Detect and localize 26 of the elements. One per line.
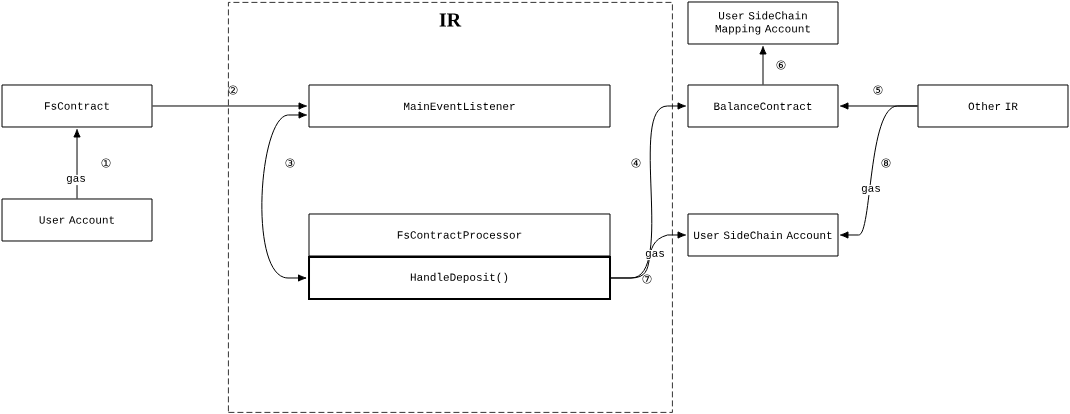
edge-label: gas bbox=[644, 249, 666, 261]
arrow bbox=[73, 128, 81, 199]
callout-number: ⑤ bbox=[873, 85, 883, 95]
process-box: User SideChain Account bbox=[687, 213, 839, 257]
callout-number: ② bbox=[228, 85, 238, 95]
curved-arrow bbox=[839, 105, 918, 239]
callout-number: ③ bbox=[285, 158, 295, 168]
process-box: User SideChain Mapping Account bbox=[687, 1, 839, 45]
process-box: FsContract bbox=[1, 84, 153, 128]
callout-number: ⑦ bbox=[642, 274, 652, 284]
curved-arrow bbox=[261, 111, 308, 282]
callout-number: ① bbox=[101, 158, 111, 168]
callout-number: ⑥ bbox=[776, 60, 786, 70]
callout-number: ④ bbox=[631, 158, 641, 168]
curved-arrow bbox=[610, 231, 687, 279]
callout-number: ⑧ bbox=[881, 158, 891, 168]
process-box: MainEventListener bbox=[308, 84, 611, 128]
method-box: HandleDeposit() bbox=[308, 256, 611, 300]
component-box: FsContractProcessor bbox=[308, 213, 611, 257]
edge-label: gas bbox=[65, 174, 87, 186]
edge-label: gas bbox=[860, 184, 882, 196]
process-box: BalanceContract bbox=[687, 84, 839, 128]
arrow bbox=[759, 45, 767, 85]
process-box: Other IR bbox=[917, 84, 1069, 128]
arrow bbox=[152, 102, 308, 110]
process-box: User Account bbox=[1, 198, 153, 242]
